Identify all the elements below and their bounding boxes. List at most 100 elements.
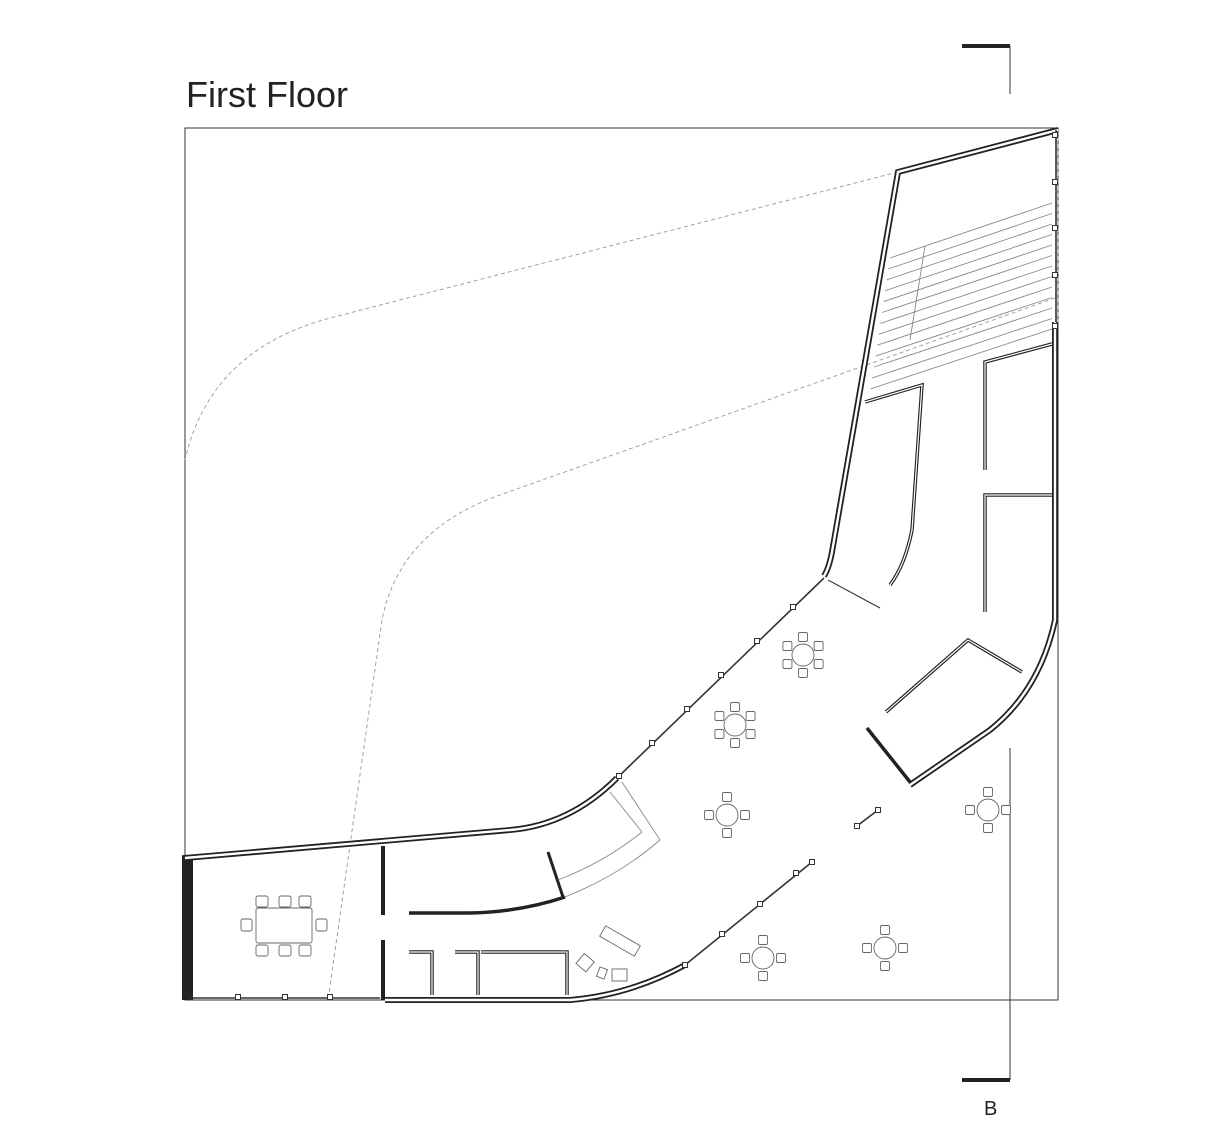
chair	[862, 943, 872, 953]
mullion	[719, 931, 725, 937]
mullion	[682, 962, 688, 968]
table	[751, 946, 775, 970]
stair-tread	[885, 234, 1053, 292]
mullion	[754, 638, 760, 644]
chair	[315, 918, 328, 932]
chair	[758, 971, 768, 981]
sofa	[599, 925, 641, 957]
chair	[740, 810, 750, 820]
stair-tread	[872, 318, 1053, 379]
mullion	[793, 870, 799, 876]
stair-tread	[888, 213, 1053, 270]
chair	[813, 641, 824, 651]
stair-tread	[873, 307, 1053, 368]
chair	[704, 810, 714, 820]
site-boundary	[184, 127, 1059, 1001]
mullion	[235, 994, 241, 1000]
round-table-set	[704, 792, 750, 838]
chair	[898, 943, 908, 953]
mullion	[1052, 179, 1058, 185]
conference-table-set	[240, 895, 328, 957]
round-table-set	[862, 925, 908, 971]
chair	[745, 711, 756, 721]
chair	[782, 659, 793, 669]
chair	[813, 659, 824, 669]
chair	[730, 738, 740, 748]
mullion	[649, 740, 655, 746]
lounge-set	[575, 925, 641, 982]
chair	[255, 944, 269, 957]
chair	[722, 828, 732, 838]
furniture	[240, 632, 1011, 982]
mullion	[790, 604, 796, 610]
stair	[870, 202, 1053, 390]
chair	[782, 641, 793, 651]
round-table-set	[782, 632, 824, 678]
table	[791, 643, 815, 667]
chair	[278, 895, 292, 908]
mullion	[327, 994, 333, 1000]
chair	[298, 944, 312, 957]
round-table-set	[714, 702, 756, 748]
mullion	[757, 901, 763, 907]
chair	[880, 961, 890, 971]
chair	[798, 668, 808, 678]
mullion	[1052, 272, 1058, 278]
chair	[240, 918, 253, 932]
table	[873, 936, 897, 960]
mullion	[875, 807, 881, 813]
side-table	[595, 966, 609, 980]
stair-tread	[881, 255, 1053, 313]
section-marker-bottom	[962, 748, 1011, 1082]
round-table-set	[740, 935, 786, 981]
chair	[278, 944, 292, 957]
chair	[745, 729, 756, 739]
chair	[740, 953, 750, 963]
chair	[298, 895, 312, 908]
chair	[776, 953, 786, 963]
stair-tread	[880, 265, 1053, 324]
chair	[714, 729, 725, 739]
drawing-title: First Floor	[186, 74, 348, 115]
chair	[1001, 805, 1011, 815]
chair	[730, 702, 740, 712]
chair	[880, 925, 890, 935]
chair	[722, 792, 732, 802]
stair-tread	[878, 276, 1053, 335]
stair-tread	[889, 202, 1053, 259]
chair	[758, 935, 768, 945]
armchair	[611, 968, 628, 982]
armchair	[575, 952, 595, 973]
chair	[983, 787, 993, 797]
mullion	[1052, 132, 1058, 138]
mullion	[1052, 225, 1058, 231]
stair-tread	[886, 223, 1053, 281]
curtain-walls	[190, 130, 1058, 1000]
round-table-set	[965, 787, 1011, 833]
chair	[714, 711, 725, 721]
mullion	[718, 672, 724, 678]
table	[715, 803, 739, 827]
table	[255, 907, 313, 944]
mullion	[282, 994, 288, 1000]
mullion	[854, 823, 860, 829]
interior-walls	[381, 342, 1053, 1000]
chair	[965, 805, 975, 815]
chair	[255, 895, 269, 908]
stair-tread	[883, 244, 1053, 303]
chair	[983, 823, 993, 833]
stair-tread	[870, 328, 1053, 390]
mullion	[684, 706, 690, 712]
exterior-walls	[182, 127, 1059, 1003]
section-marker-label: B	[984, 1098, 998, 1120]
section-marker-top	[962, 44, 1011, 94]
table	[976, 798, 1000, 822]
stair-tread	[877, 286, 1053, 346]
overhead-outline	[184, 130, 1059, 1001]
table	[723, 713, 747, 737]
mullion	[809, 859, 815, 865]
mullion	[616, 773, 622, 779]
mullion	[1052, 323, 1058, 329]
